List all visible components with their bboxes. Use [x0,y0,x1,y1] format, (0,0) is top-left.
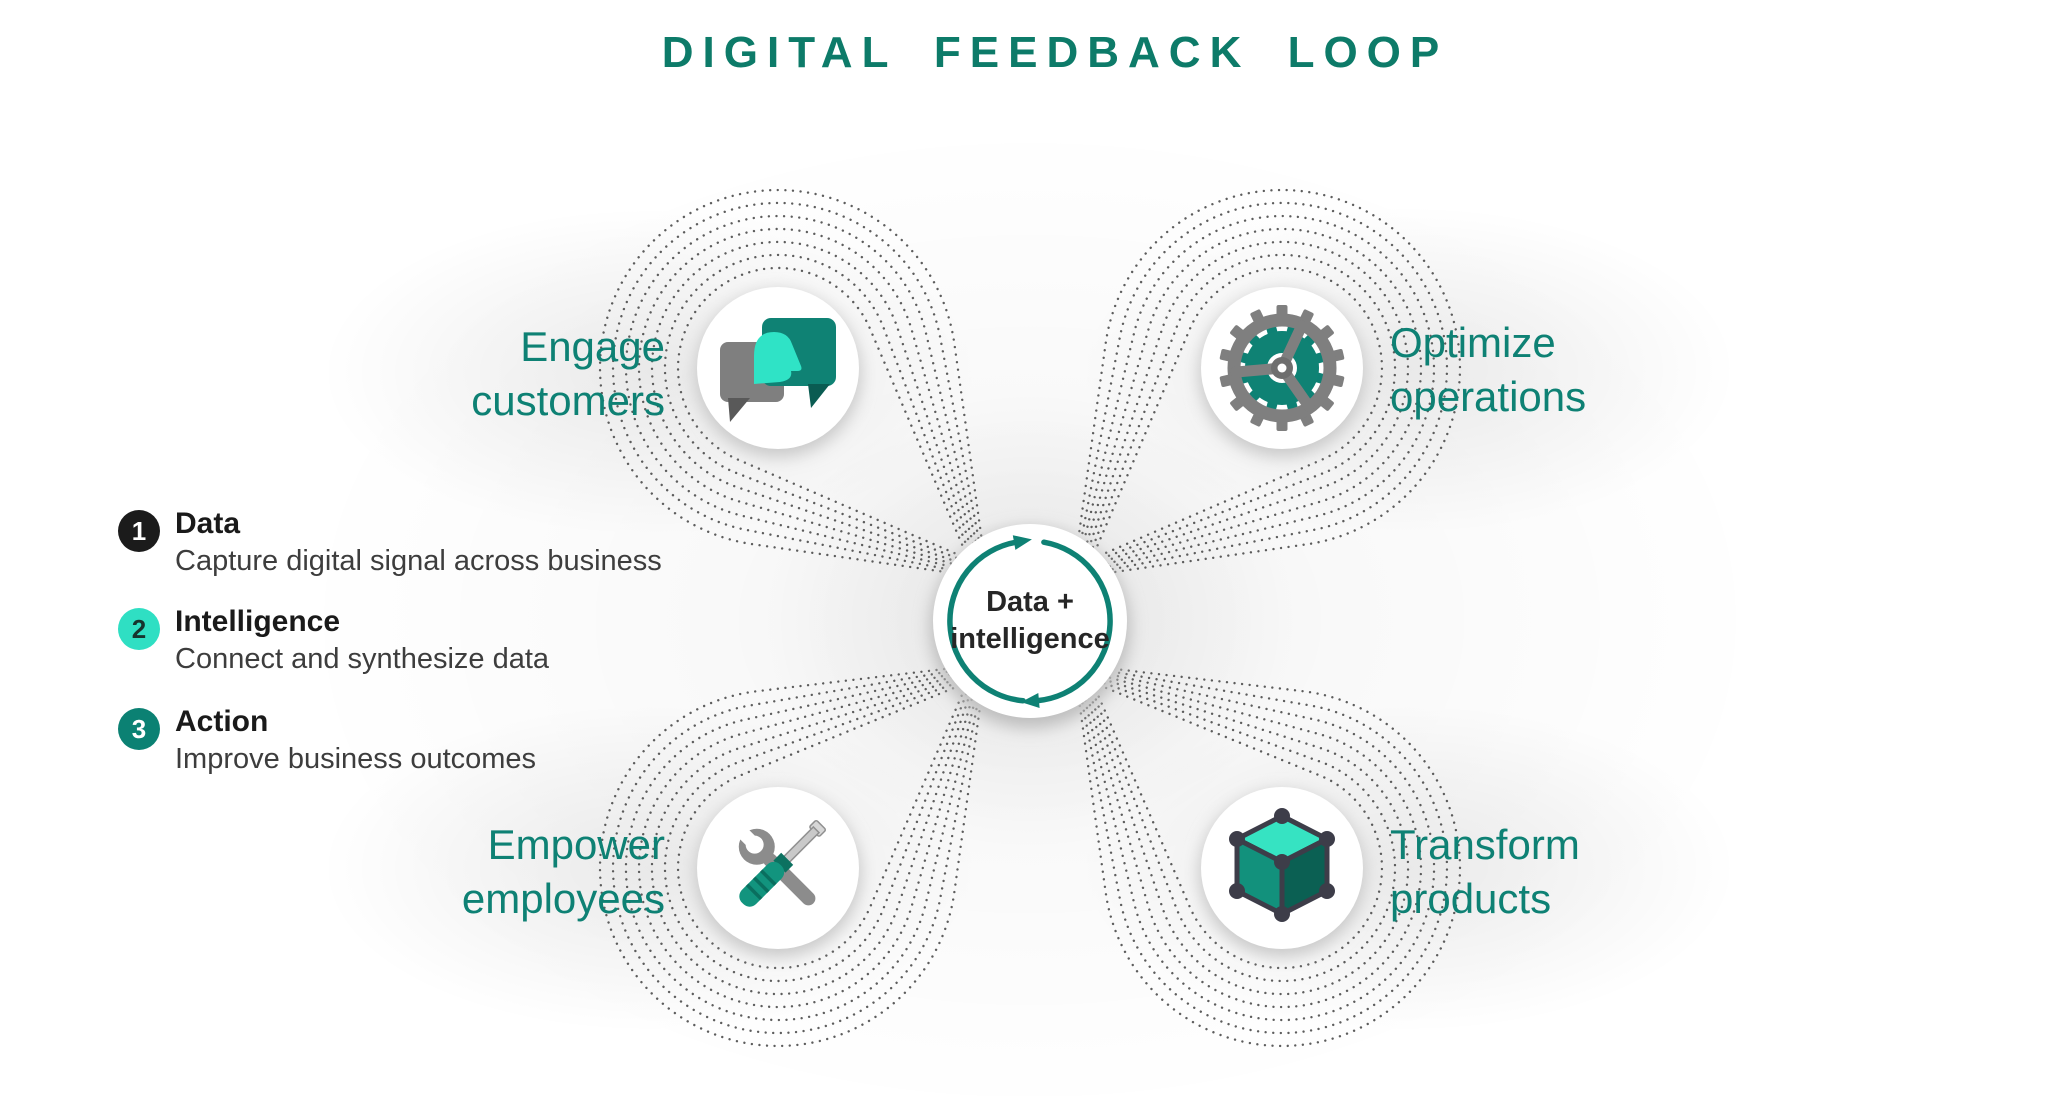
legend-item-intelligence: 2 Intelligence Connect and synthesize da… [118,604,549,679]
legend-item-description: Connect and synthesize data [175,643,550,675]
legend-number-badge: 3 [118,708,160,750]
legend-item-action: 3 Action Improve business outcomes [118,704,536,779]
node-label-transform-products: Transform products [1390,818,1580,926]
node-label-line: Transform [1390,821,1580,868]
node-label-engage-customers: Engage customers [471,320,665,428]
legend-number-badge: 2 [118,608,160,650]
center-label-line: Data + [986,586,1074,618]
chat-bubbles-icon [720,318,836,422]
center-label-line: intelligence [950,623,1110,655]
legend-item-label: Action [175,705,269,738]
legend-item-data: 1 Data Capture digital signal across bus… [118,506,662,581]
petal-loops [598,188,1462,1048]
center-circle [930,524,1130,728]
node-label-line: products [1390,875,1552,922]
legend-item-description: Capture digital signal across business [175,545,662,577]
legend-item-label: Intelligence [175,605,341,638]
screwdriver [739,819,827,907]
center-label: Data + intelligence [950,584,1110,658]
node-label-line: Empower [487,821,665,868]
diagram-title: DIGITAL FEEDBACK LOOP [661,28,1449,77]
node-label-line: customers [471,377,665,424]
node-label-line: employees [461,875,665,922]
cube-icon [1229,808,1335,922]
tools-icon [732,819,827,907]
legend-number-badge: 1 [118,510,160,552]
node-label-optimize-operations: Optimize operations [1390,316,1586,424]
gears-icon [1219,305,1345,431]
legend-item-label: Data [175,507,241,540]
node-label-empower-employees: Empower employees [462,818,665,926]
legend-item-description: Improve business outcomes [175,743,537,775]
node-label-line: operations [1390,373,1587,420]
cycle-arrows-icon [947,535,1113,708]
node-label-line: Engage [520,323,665,370]
node-label-line: Optimize [1390,319,1556,366]
